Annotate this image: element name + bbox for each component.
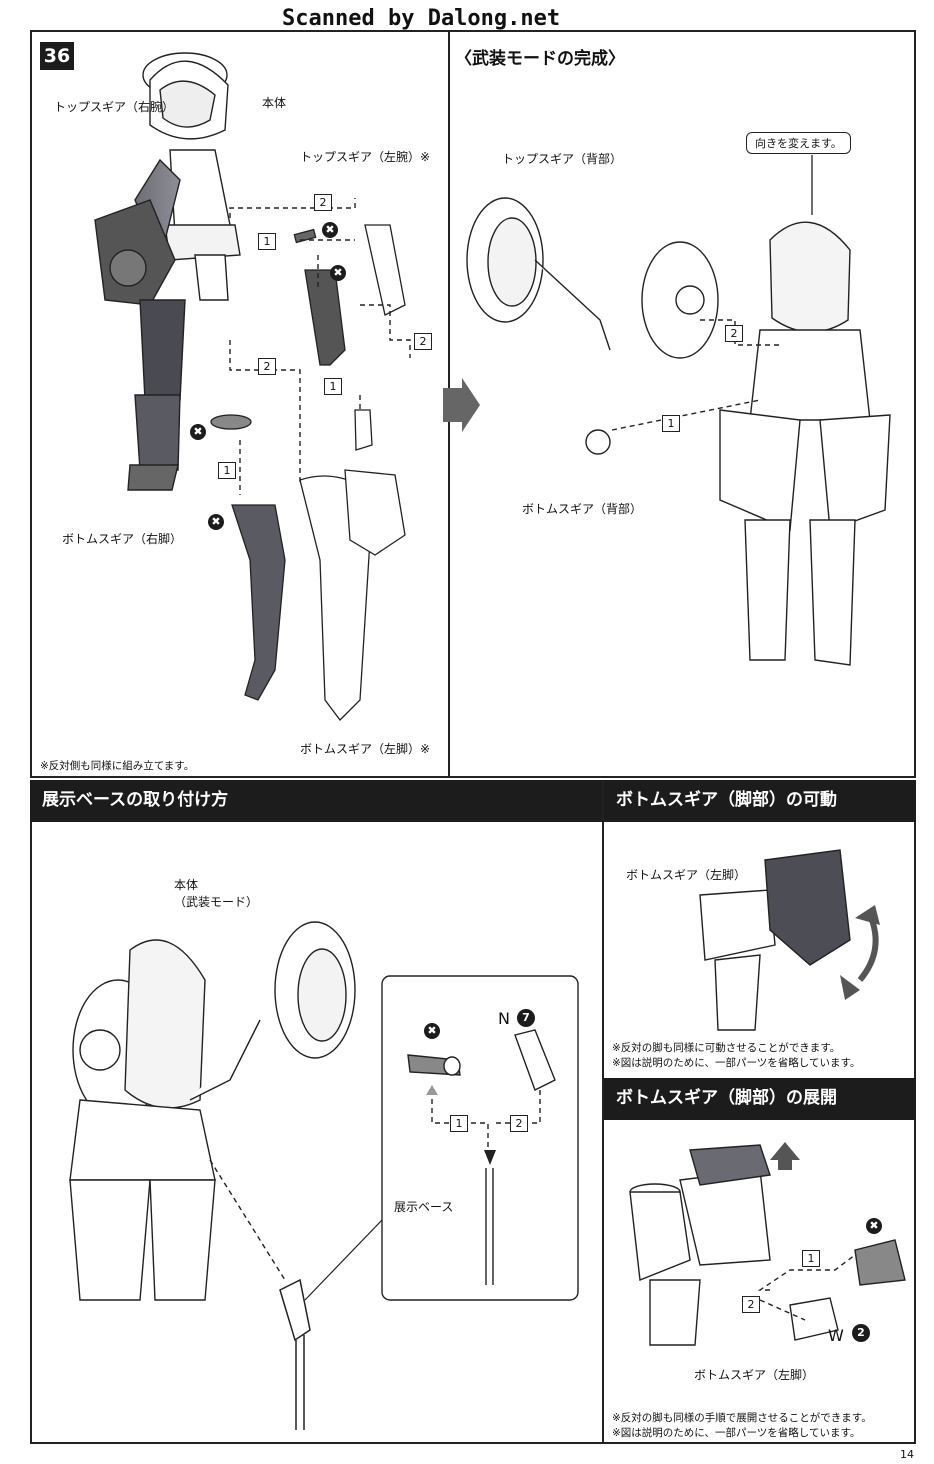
step-1-box: 1 (450, 1115, 468, 1132)
label-bottom-gear-back: ボトムスギア（背部） (522, 502, 643, 516)
back-gear-ring (466, 197, 719, 455)
remove-mark: ✖ (330, 265, 346, 281)
deploy-lines (757, 1254, 856, 1321)
step-2-box: 2 (314, 194, 332, 211)
label-body-armed-line1: 本体 (174, 878, 199, 892)
leg-deploy-art (629, 1144, 906, 1346)
inset-lines (431, 1090, 541, 1150)
step36-frame (30, 30, 916, 778)
inset-parts (407, 1029, 556, 1285)
movement-note-2: ※図は説明のために、一部パーツを省略しています。 (612, 1057, 861, 1069)
part-number-badge: 2 (852, 1324, 870, 1342)
step-2-box: 2 (725, 325, 743, 342)
display-attach-lines (209, 1159, 286, 1281)
deploy-note-1: ※反対の脚も同様の手順で展開させることができます。 (612, 1412, 872, 1424)
step-2-box: 2 (414, 333, 432, 350)
label-display-base: 展示ベース (394, 1200, 454, 1214)
figure-left (94, 52, 241, 491)
page-number: 14 (900, 1448, 914, 1461)
figure-armed (69, 921, 356, 1301)
part-number-badge: 7 (517, 1009, 535, 1027)
scan-credit: Scanned by Dalong.net (282, 6, 561, 31)
movement-note-1: ※反対の脚も同様に可動させることができます。 (612, 1042, 841, 1054)
flow-arrow (443, 378, 480, 432)
step-1-box: 1 (258, 233, 276, 250)
step-2-box: 2 (258, 358, 276, 375)
bottom-divider (602, 780, 604, 1444)
display-base-banner: 展示ベースの取り付け方 (30, 780, 602, 822)
label-bottom-gear-left-leg: ボトムスギア（左脚）※ (300, 742, 431, 756)
display-inset (381, 975, 579, 1301)
callout-turn-around: 向きを変えます。 (746, 132, 851, 154)
label-bottom-gear-right-leg: ボトムスギア（右脚） (62, 532, 183, 546)
step-2-box: 2 (510, 1115, 528, 1132)
label-top-gear-right-arm: トップスギア（右腕） (54, 98, 174, 116)
deploy-note-2: ※図は説明のために、一部パーツを省略しています。 (612, 1427, 861, 1439)
step-2-box: 2 (742, 1296, 760, 1313)
label-body-armed-line2: （武装モード） (174, 895, 259, 909)
exploded-arm-parts (210, 224, 406, 451)
label-part-n: N (498, 1009, 510, 1028)
label-top-gear-left-arm: トップスギア（左腕）※ (300, 150, 431, 164)
step-1-box: 1 (324, 378, 342, 395)
remove-mark: ✖ (424, 1023, 440, 1039)
figure-back (719, 221, 891, 666)
step-number-badge: 36 (40, 42, 74, 70)
label-body-armed: 本体 （武装モード） (174, 877, 258, 911)
label-body: 本体 (262, 96, 287, 110)
label-top-gear-back: トップスギア（背部） (502, 152, 623, 166)
step-1-box: 1 (802, 1250, 820, 1267)
label-bottom-gear-left-leg-move: ボトムスギア（左脚） (626, 868, 747, 882)
armed-mode-title: 〈武装モードの完成〉 (455, 49, 625, 69)
leg-movement-art (699, 849, 879, 1031)
remove-mark: ✖ (866, 1218, 882, 1234)
label-text: トップスギア（右腕） (54, 100, 175, 114)
display-base-pole (279, 1278, 311, 1430)
step-1-box: 1 (218, 462, 236, 479)
label-part-w: W (828, 1326, 844, 1345)
exploded-leg-parts (231, 469, 406, 721)
remove-mark: ✖ (208, 514, 224, 530)
remove-mark: ✖ (322, 222, 338, 238)
leg-movement-banner: ボトムスギア（脚部）の可動 (604, 780, 916, 822)
step-1-box: 1 (662, 415, 680, 432)
remove-mark: ✖ (190, 424, 206, 440)
leg-deploy-banner: ボトムスギア（脚部）の展開 (604, 1078, 916, 1120)
label-bottom-gear-left-leg-deploy: ボトムスギア（左脚） (694, 1368, 815, 1382)
step36-note: ※反対側も同様に組み立てます。 (40, 760, 195, 772)
